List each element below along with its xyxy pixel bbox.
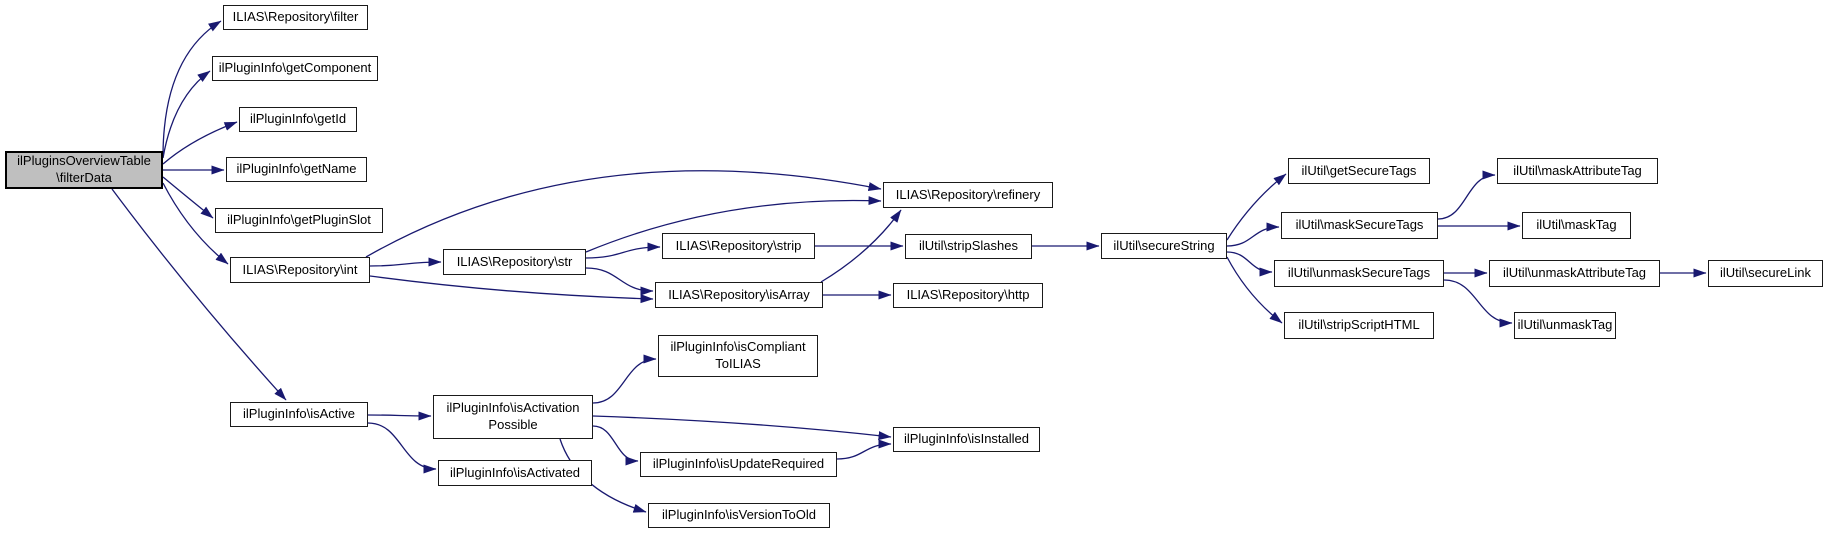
node-label-line: ilUtil\secureLink — [1719, 265, 1812, 281]
edge-str-strip — [585, 242, 661, 259]
node-refinery[interactable]: ILIAS\Repository\refinery — [883, 182, 1053, 208]
node-strip[interactable]: ILIAS\Repository\strip — [662, 233, 815, 259]
node-label-line: ilPluginInfo\isCompliant — [670, 339, 806, 355]
edge-unmaskSecureTags-unmaskTag — [1443, 279, 1513, 328]
node-getId[interactable]: ilPluginInfo\getId — [239, 107, 357, 132]
node-label-line: ilPluginInfo\getName — [236, 161, 357, 177]
node-label-line: ILIAS\Repository\strip — [675, 237, 802, 253]
node-isVersionToOld[interactable]: ilPluginInfo\isVersionToOld — [648, 503, 830, 528]
node-filterData: ilPluginsOverviewTable\filterData — [5, 151, 163, 189]
edge-secureString-maskSecureTags — [1226, 222, 1280, 247]
node-label-line: ilPluginInfo\isActive — [243, 406, 355, 422]
node-getPluginSlot[interactable]: ilPluginInfo\getPluginSlot — [215, 208, 383, 233]
edge-secureString-unmaskSecureTags — [1226, 251, 1273, 277]
node-label-line: ILIAS\Repository\str — [456, 253, 573, 269]
edge-int-isArray — [369, 275, 654, 304]
node-label-line: ILIAS\Repository\http — [906, 287, 1030, 303]
node-label-line: ilUtil\stripSlashes — [919, 238, 1018, 254]
edge-str-isArray — [585, 267, 654, 296]
node-label-line: \filterData — [56, 170, 112, 185]
node-maskTag[interactable]: ilUtil\maskTag — [1522, 212, 1631, 239]
edge-filterData-int — [162, 182, 229, 265]
node-label-line: ilUtil\stripScriptHTML — [1298, 317, 1420, 333]
node-filter[interactable]: ILIAS\Repository\filter — [223, 5, 368, 30]
node-label-line: ilUtil\maskAttributeTag — [1513, 162, 1642, 178]
node-label-line: ILIAS\Repository\int — [242, 261, 358, 277]
edge-isActivationPossible-isUpdateRequired — [592, 425, 639, 466]
node-label-line: ilUtil\unmaskSecureTags — [1287, 265, 1431, 281]
node-label-line: ilPluginInfo\isActivated — [449, 464, 581, 480]
node-unmaskAttributeTag[interactable]: ilUtil\unmaskAttributeTag — [1489, 260, 1660, 287]
node-maskAttributeTag[interactable]: ilUtil\maskAttributeTag — [1497, 158, 1658, 184]
node-getSecureTags[interactable]: ilUtil\getSecureTags — [1288, 158, 1430, 184]
edge-isActive-isActivated — [367, 422, 437, 474]
node-label-line: ILIAS\Repository\filter — [232, 9, 359, 25]
node-isActivated[interactable]: ilPluginInfo\isActivated — [438, 460, 592, 486]
edge-str-refinery — [585, 196, 882, 253]
edge-isActivationPossible-isInstalled — [592, 415, 892, 441]
node-maskSecureTags[interactable]: ilUtil\maskSecureTags — [1281, 212, 1438, 239]
edge-secureString-stripScriptHTML — [1226, 256, 1283, 324]
node-label-line: ilUtil\unmaskAttributeTag — [1502, 265, 1647, 281]
node-getName[interactable]: ilPluginInfo\getName — [226, 157, 367, 182]
node-label-line: ilUtil\secureString — [1113, 237, 1215, 253]
node-unmaskTag[interactable]: ilUtil\unmaskTag — [1514, 312, 1616, 339]
node-label-line: ilPluginInfo\isInstalled — [903, 431, 1030, 447]
node-label-line: ilUtil\getSecureTags — [1301, 162, 1417, 178]
edge-maskSecureTags-maskAttributeTag — [1437, 170, 1496, 220]
node-label-line: ilUtil\maskTag — [1536, 217, 1617, 233]
node-http[interactable]: ILIAS\Repository\http — [893, 283, 1043, 308]
edge-filterData-isActive — [111, 188, 287, 401]
node-label-line: Possible — [488, 417, 538, 432]
node-label-line: ilPluginInfo\isActivation — [446, 400, 580, 416]
edge-isUpdateRequired-isInstalled — [836, 439, 892, 460]
edge-secureString-getSecureTags — [1226, 173, 1287, 241]
node-label-line: ilUtil\maskSecureTags — [1295, 217, 1424, 233]
node-isUpdateRequired[interactable]: ilPluginInfo\isUpdateRequired — [640, 452, 837, 477]
node-label-line: ToILIAS — [715, 356, 761, 371]
edge-isActivationPossible-isCompliantToILIAS — [592, 354, 657, 404]
edge-filterData-getId — [162, 121, 238, 165]
node-label-line: ilPluginInfo\isVersionToOld — [662, 507, 816, 523]
edge-int-refinery — [365, 170, 882, 258]
node-label-line: ilPluginInfo\getId — [249, 111, 347, 127]
node-label-line: ilPluginInfo\getComponent — [218, 60, 372, 76]
node-label-line: ILIAS\Repository\refinery — [895, 186, 1041, 202]
edge-int-str — [369, 257, 442, 267]
edge-filterData-getComponent — [162, 70, 211, 159]
node-label-line: ilPluginInfo\getPluginSlot — [227, 212, 371, 228]
node-stripSlashes[interactable]: ilUtil\stripSlashes — [905, 234, 1032, 259]
node-secureLink[interactable]: ilUtil\secureLink — [1708, 260, 1823, 287]
edge-isActive-isActivationPossible — [367, 411, 432, 421]
edges — [111, 20, 1707, 513]
edge-filterData-filter — [162, 20, 222, 155]
node-label-line: ilPluginsOverviewTable — [17, 153, 151, 169]
node-isInstalled[interactable]: ilPluginInfo\isInstalled — [893, 427, 1040, 452]
node-int[interactable]: ILIAS\Repository\int — [230, 257, 370, 283]
edge-isArray-refinery — [820, 209, 902, 283]
node-label-line: ILIAS\Repository\isArray — [668, 286, 810, 302]
node-str[interactable]: ILIAS\Repository\str — [443, 249, 586, 275]
node-label-line: ilPluginInfo\isUpdateRequired — [652, 456, 825, 472]
node-isArray[interactable]: ILIAS\Repository\isArray — [655, 282, 823, 308]
node-label-line: ilUtil\unmaskTag — [1517, 317, 1613, 333]
node-secureString[interactable]: ilUtil\secureString — [1101, 233, 1227, 259]
node-isActive[interactable]: ilPluginInfo\isActive — [230, 402, 368, 427]
node-stripScriptHTML[interactable]: ilUtil\stripScriptHTML — [1284, 312, 1434, 339]
edge-filterData-getPluginSlot — [162, 176, 214, 219]
node-getComponent[interactable]: ilPluginInfo\getComponent — [212, 56, 378, 81]
node-unmaskSecureTags[interactable]: ilUtil\unmaskSecureTags — [1274, 260, 1444, 287]
